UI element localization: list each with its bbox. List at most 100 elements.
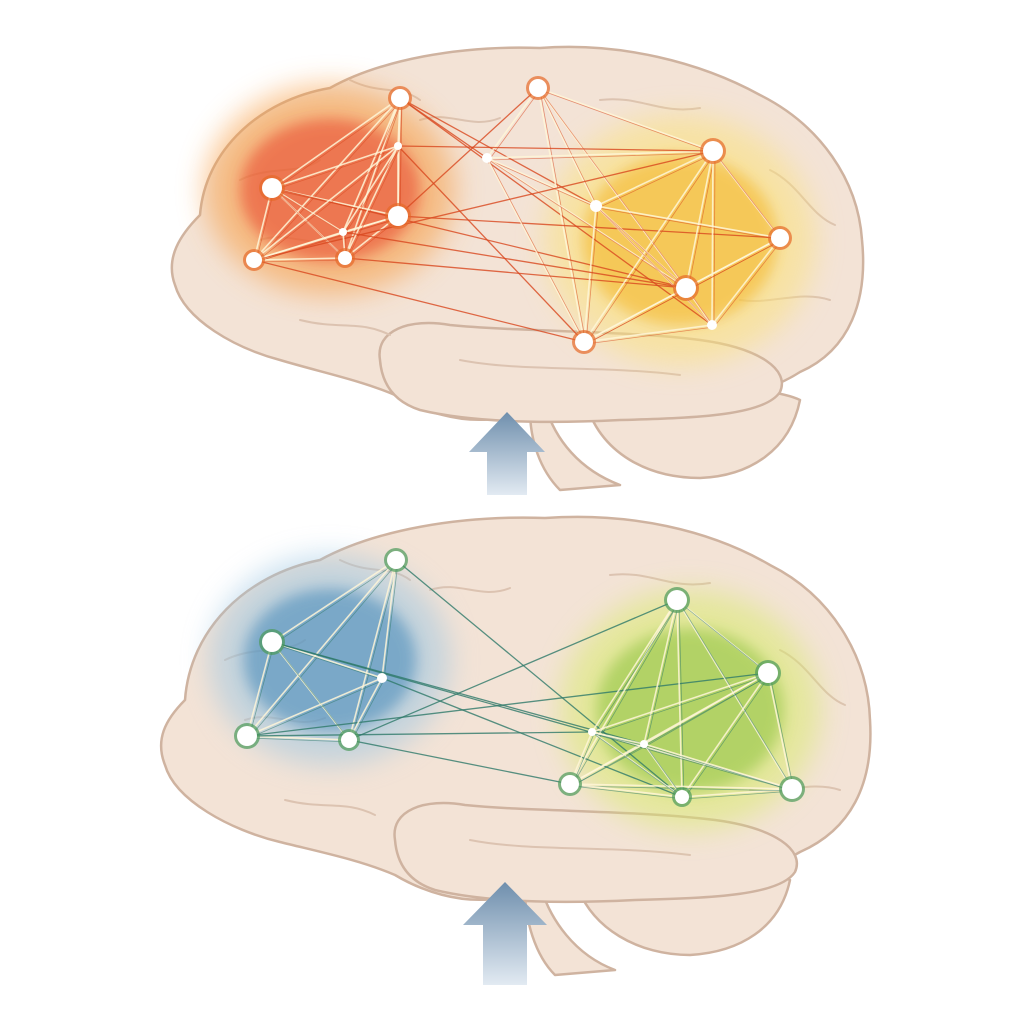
network-edge (348, 677, 383, 741)
node-dot (391, 89, 409, 107)
network-nodes (234, 548, 805, 807)
node-dot (707, 320, 717, 330)
network-node (755, 660, 781, 686)
network-edge-shadow (597, 207, 783, 241)
node-dot (640, 740, 648, 748)
network-edge (342, 97, 401, 233)
network-edge (395, 559, 683, 798)
network-edge (595, 205, 781, 239)
network-edge-shadow (678, 601, 685, 800)
node-dot (529, 79, 547, 97)
network-edge (583, 205, 597, 343)
network-edge-shadow (539, 89, 716, 154)
network-edge (685, 150, 714, 289)
network-edge-shadow (597, 152, 716, 209)
network-edge (342, 231, 687, 289)
network-edge (591, 672, 769, 733)
network-edge (486, 157, 597, 207)
network-edge (399, 97, 713, 326)
network-node (384, 548, 408, 572)
network-node (339, 228, 347, 236)
network-edge-shadow (585, 289, 689, 345)
network-edge-shadow (255, 147, 401, 263)
network-edge-shadow (248, 737, 352, 743)
cluster-back-green-core (596, 628, 784, 792)
network-edge-shadow (488, 159, 587, 345)
network-edge (583, 287, 687, 343)
network-node (572, 330, 596, 354)
network-edge-shadow (248, 679, 385, 739)
network-edge-shadow (273, 643, 352, 743)
network-edge-shadow (593, 733, 795, 792)
network-edge-shadow (273, 147, 401, 191)
network-edge (486, 157, 687, 289)
network-edge (583, 150, 714, 343)
node-dot (703, 141, 723, 161)
network-node (385, 203, 411, 229)
network-node (259, 175, 285, 201)
network-edge-shadow (255, 189, 275, 263)
network-node (590, 200, 602, 212)
network-edge (711, 150, 714, 326)
network-node (707, 320, 717, 330)
network-edge-shadow (273, 189, 346, 235)
node-dot (341, 732, 357, 748)
network-edge-shadow (488, 152, 716, 161)
network-edge-shadow (344, 147, 401, 235)
network-node (640, 740, 648, 748)
network-edge (486, 150, 714, 159)
network-edge-shadow (713, 152, 716, 328)
network-edge (397, 87, 539, 217)
network-edge-shadow (539, 89, 587, 345)
network-edge-shadow (255, 233, 346, 263)
network-edge (344, 257, 687, 289)
network-edge (643, 743, 683, 798)
network-node (234, 723, 260, 749)
network-edge (246, 641, 273, 737)
network-node (259, 629, 285, 655)
arrow-up-icon (463, 882, 547, 985)
network-edge (397, 145, 714, 152)
network-node (700, 138, 726, 164)
network-edge-shadow (683, 790, 795, 800)
network-edge (537, 87, 687, 289)
network-edge (537, 87, 714, 152)
network-edge-shadow (488, 159, 599, 209)
network-edge-shadow (488, 159, 689, 291)
network-edge (569, 743, 645, 785)
node-dot (771, 229, 789, 247)
network-edge (271, 559, 397, 643)
network-edge (711, 237, 781, 326)
network-node (558, 772, 582, 796)
network-edge-shadow (539, 89, 689, 291)
network-edge-shadow (678, 601, 795, 792)
network-edge-shadow (713, 239, 783, 328)
network-edge-shadow (645, 674, 771, 747)
node-dot (262, 178, 282, 198)
network-edge (569, 783, 793, 790)
network-edge (348, 599, 678, 741)
brain-panel-top (170, 45, 865, 492)
network-edge-shadow (585, 207, 599, 345)
network-edge (397, 215, 781, 239)
network-edge-shadow (585, 326, 715, 345)
network-edge (767, 672, 793, 790)
network-edge (537, 87, 597, 207)
network-edge-shadow (769, 674, 795, 792)
network-edge (246, 731, 593, 737)
node-dot (758, 663, 778, 683)
network-edge (591, 599, 678, 733)
network-node (338, 729, 360, 751)
network-edge-shadow (593, 733, 647, 747)
network-edge (643, 599, 678, 745)
network-edge (246, 735, 350, 741)
network-edge (676, 599, 683, 798)
network-edge-shadow (571, 785, 685, 800)
node-dot (388, 206, 408, 226)
network-node (526, 76, 550, 100)
network-edge (271, 97, 401, 189)
network-edge (569, 599, 678, 785)
node-dot (338, 251, 352, 265)
network-edge (486, 87, 539, 159)
arrow-up-icon (469, 412, 545, 495)
